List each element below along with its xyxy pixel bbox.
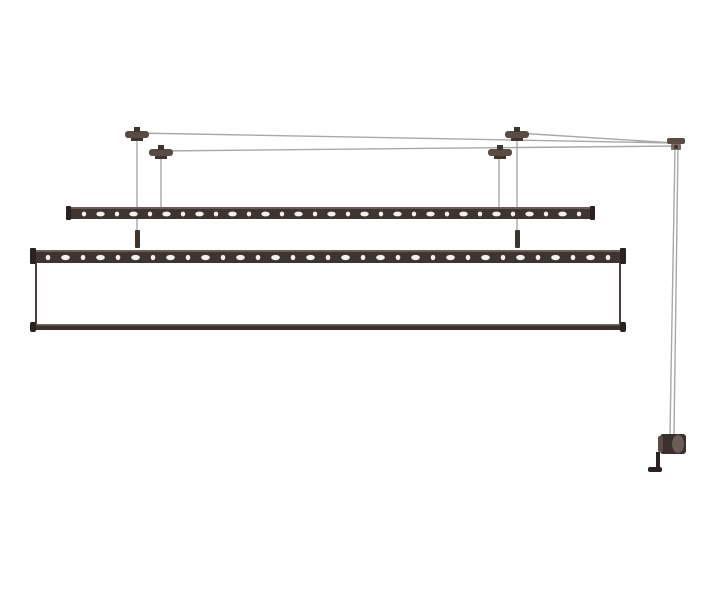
bar-hole <box>459 211 468 217</box>
bar-hole <box>586 254 595 261</box>
upper-drying-bar <box>66 206 595 220</box>
bar-hole <box>185 254 191 261</box>
bar-hole <box>96 211 105 217</box>
cable-wall-2 <box>673 147 679 435</box>
bar-hole <box>114 211 120 217</box>
cable-top-rear <box>136 132 676 144</box>
pulley-front-left-icon <box>149 145 173 159</box>
bar-hole <box>341 254 350 261</box>
bar-hole <box>376 254 385 261</box>
bar-hole <box>360 254 366 261</box>
bar-hole <box>45 254 51 261</box>
bar-hole <box>279 211 285 217</box>
bar-hole <box>228 211 237 217</box>
bar-hole <box>131 254 140 261</box>
bar-hole <box>576 211 582 217</box>
bar-hole <box>306 254 315 261</box>
bar-hole <box>411 254 420 261</box>
bar-hole <box>195 211 204 217</box>
bar-hole <box>500 254 506 261</box>
lower-drying-bar <box>30 248 626 332</box>
bar-hole <box>147 211 153 217</box>
bar-hole <box>255 254 261 261</box>
bar-hole <box>426 211 435 217</box>
bar-hole <box>360 211 369 217</box>
bar-hole <box>430 254 436 261</box>
bar-hole <box>525 211 534 217</box>
bar-hole <box>166 254 175 261</box>
bar-hole <box>551 254 560 261</box>
bar-hole <box>446 254 455 261</box>
bar-hole <box>411 211 417 217</box>
bar-hole <box>220 254 226 261</box>
hand-crank-icon <box>648 434 686 472</box>
bar-hole <box>180 211 186 217</box>
bar-hole <box>444 211 450 217</box>
pulley-rear-left-icon <box>125 127 149 141</box>
pulley-front-right-icon <box>488 145 512 159</box>
cables <box>136 132 679 435</box>
cable-wall-1 <box>669 147 676 435</box>
corner-pulley-icon <box>667 138 685 150</box>
bar-hole <box>327 211 336 217</box>
bar-hole <box>96 254 105 261</box>
bar-hole <box>150 254 156 261</box>
bar-hole <box>236 254 245 261</box>
upper-bar-holes <box>81 211 582 217</box>
bar-hole <box>325 254 331 261</box>
bar-hole <box>80 254 86 261</box>
bar-hole <box>201 254 210 261</box>
bar-hole <box>543 211 549 217</box>
pulley-rear-right-icon <box>505 127 529 141</box>
bar-hole <box>115 254 121 261</box>
lower-bar-hangers <box>135 230 520 248</box>
bar-hole <box>294 211 303 217</box>
cable-diagonal <box>516 132 676 144</box>
bar-hole <box>535 254 541 261</box>
bar-hole <box>345 211 351 217</box>
bar-hole <box>510 211 516 217</box>
bar-hole <box>378 211 384 217</box>
bar-hole <box>271 254 280 261</box>
bar-hole <box>481 254 490 261</box>
bar-hole <box>290 254 296 261</box>
bar-hole <box>129 211 138 217</box>
bar-hole <box>605 254 611 261</box>
bar-hole <box>465 254 471 261</box>
bar-hole <box>570 254 576 261</box>
bar-hole <box>261 211 270 217</box>
cable-top-front <box>159 145 676 152</box>
bar-hole <box>61 254 70 261</box>
bar-hole <box>516 254 525 261</box>
bar-hole <box>81 211 87 217</box>
bar-hole <box>558 211 567 217</box>
bar-hole <box>492 211 501 217</box>
bar-hole <box>393 211 402 217</box>
bar-hole <box>213 211 219 217</box>
lower-bar-holes <box>45 254 611 261</box>
bar-hole <box>246 211 252 217</box>
bar-hole <box>477 211 483 217</box>
bar-hole <box>312 211 318 217</box>
bar-hole <box>162 211 171 217</box>
bar-hole <box>395 254 401 261</box>
